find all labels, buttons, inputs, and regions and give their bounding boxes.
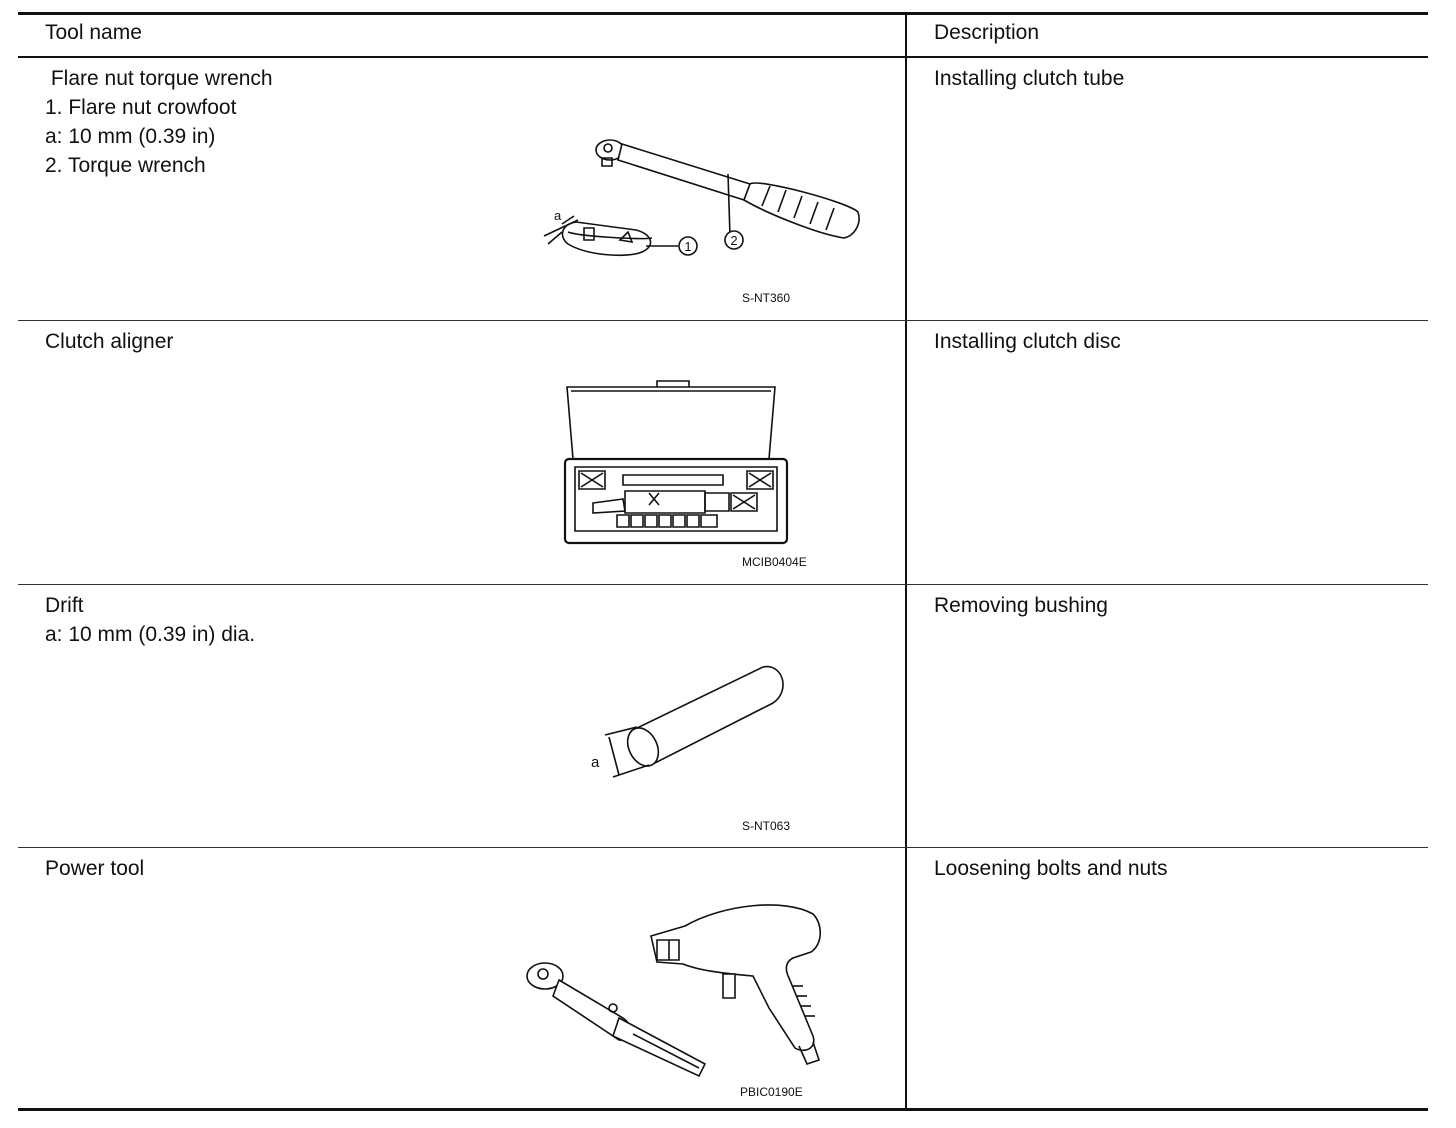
tool-name-cell: Drift a: 10 mm (0.39 in) dia. bbox=[45, 591, 255, 649]
header-tool-name: Tool name bbox=[45, 21, 142, 44]
tool-name-cell: Power tool bbox=[45, 854, 144, 883]
figure-code: S-NT360 bbox=[742, 291, 791, 305]
tool-detail: 2. Torque wrench bbox=[45, 154, 206, 177]
tool-name-cell: Clutch aligner bbox=[45, 327, 173, 356]
row-divider bbox=[18, 584, 1428, 585]
callout-2: 2 bbox=[730, 233, 737, 248]
table-row-power-tool: Power tool Loosening bolts and nuts PBIC… bbox=[18, 848, 1428, 1108]
header-rule bbox=[18, 56, 1428, 58]
row-divider bbox=[18, 847, 1428, 848]
table-top-rule bbox=[18, 12, 1428, 15]
figure-code: PBIC0190E bbox=[740, 1085, 803, 1099]
tool-name: Flare nut torque wrench bbox=[45, 67, 273, 90]
dimension-label-a: a bbox=[554, 208, 562, 223]
table-row-flare-nut-torque-wrench: Flare nut torque wrench 1. Flare nut cro… bbox=[18, 58, 1428, 320]
callout-1: 1 bbox=[684, 239, 691, 254]
clutch-aligner-kit-illustration bbox=[563, 379, 793, 549]
power-tools-illustration bbox=[523, 896, 823, 1096]
tool-name: Drift bbox=[45, 594, 84, 617]
tool-description: Installing clutch disc bbox=[934, 330, 1121, 353]
flare-nut-torque-wrench-illustration: a 1 2 bbox=[518, 128, 858, 258]
figure-code: S-NT063 bbox=[742, 819, 791, 833]
tool-name: Power tool bbox=[45, 857, 145, 880]
dimension-label-a: a bbox=[591, 754, 600, 771]
drift-illustration: a bbox=[591, 665, 793, 795]
table-bottom-rule bbox=[18, 1108, 1428, 1111]
tool-name-cell: Flare nut torque wrench 1. Flare nut cro… bbox=[45, 64, 273, 180]
tool-description: Installing clutch tube bbox=[934, 67, 1125, 90]
tool-description: Loosening bolts and nuts bbox=[934, 857, 1168, 880]
tool-detail: a: 10 mm (0.39 in) bbox=[45, 125, 216, 148]
figure-code: MCIB0404E bbox=[742, 555, 807, 569]
column-divider bbox=[905, 12, 907, 1110]
tool-name: Clutch aligner bbox=[45, 330, 174, 353]
tool-description: Removing bushing bbox=[934, 594, 1108, 617]
table-row-clutch-aligner: Clutch aligner Installing clutch disc bbox=[18, 321, 1428, 584]
tool-detail: 1. Flare nut crowfoot bbox=[45, 96, 237, 119]
row-divider bbox=[18, 320, 1428, 321]
tool-detail: a: 10 mm (0.39 in) dia. bbox=[45, 623, 256, 646]
header-description: Description bbox=[934, 21, 1040, 44]
table-row-drift: Drift a: 10 mm (0.39 in) dia. Removing b… bbox=[18, 585, 1428, 847]
